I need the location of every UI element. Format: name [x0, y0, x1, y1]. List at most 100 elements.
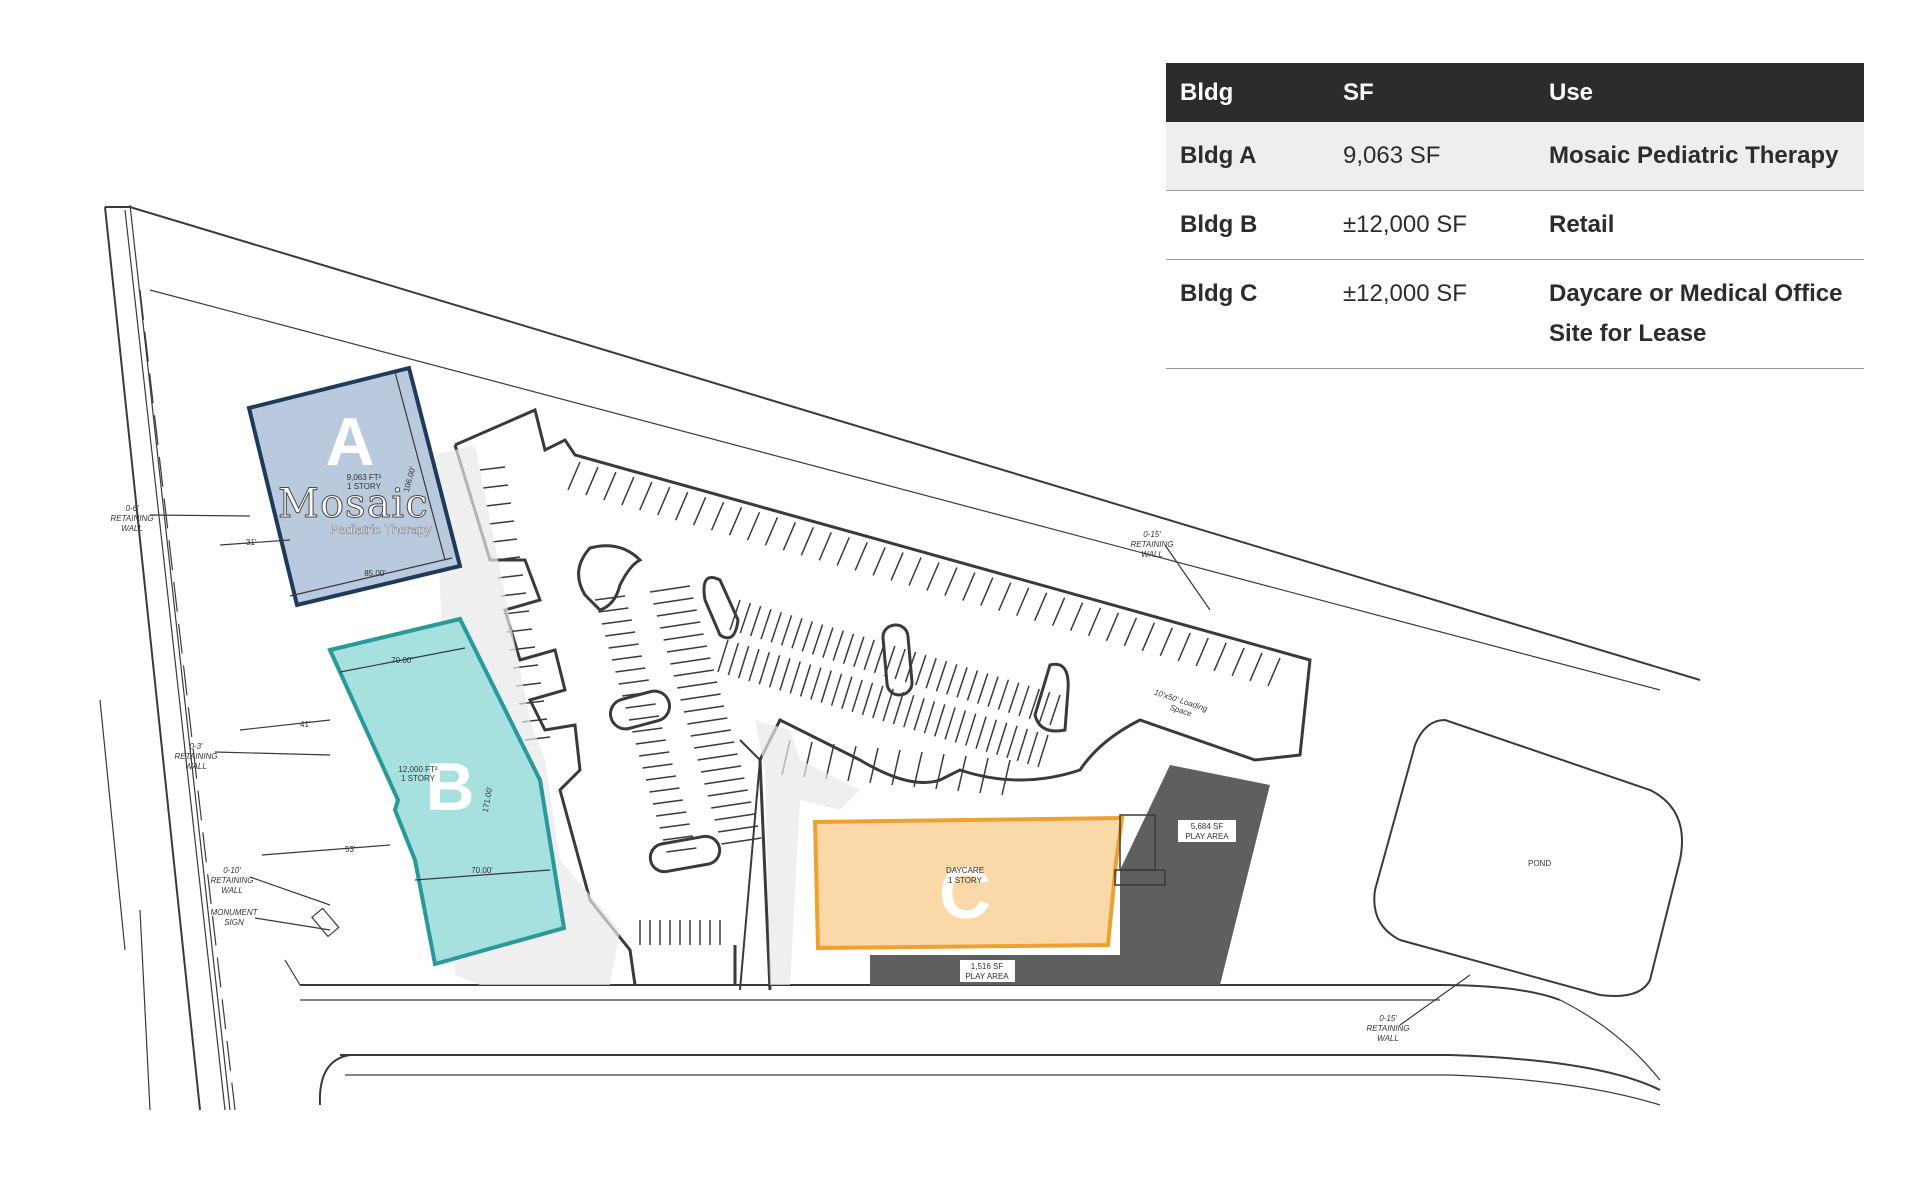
row-c-use: Daycare or Medical Office Site for Lease — [1535, 259, 1864, 369]
parking-stall-line — [645, 775, 677, 781]
parking-stall-line — [632, 727, 663, 733]
parking-stall-line — [946, 664, 958, 695]
svg-text:WALL: WALL — [185, 762, 207, 771]
parking-stall-line — [749, 605, 762, 637]
parking-stall-line — [603, 471, 617, 501]
parking-stall-line — [1195, 637, 1209, 667]
parking-stall-line — [915, 654, 927, 686]
pond: POND — [1373, 718, 1683, 997]
parking-stall-line — [1016, 587, 1030, 616]
header-sf: SF — [1329, 63, 1535, 122]
parking-stall-line — [670, 657, 711, 665]
building-b-dim-top: 70.00' — [391, 656, 413, 665]
parking-stall-line — [1007, 682, 1020, 713]
retaining-wall-note-3: 0-10' RETAINING WALL — [211, 866, 331, 906]
parking-stall-line — [485, 502, 512, 507]
parking-stall-line — [935, 661, 948, 692]
parking-stall-line — [997, 679, 1010, 710]
parking-stall-line — [683, 705, 725, 713]
dim-31: 31' — [246, 538, 257, 547]
parking-stall-line — [697, 753, 738, 761]
parking-stall-line — [935, 753, 945, 790]
play-area-1-label: PLAY AREA — [1185, 832, 1229, 841]
building-a-area: 9,063 FT² — [347, 473, 382, 482]
svg-text:WALL: WALL — [1377, 1034, 1399, 1043]
parking-stall-line — [954, 710, 967, 743]
parking-stall-line — [965, 713, 977, 746]
parking-stall-line — [663, 633, 704, 641]
retaining-wall-note-1: 0-6' RETAINING WALL — [111, 504, 251, 533]
parking-stall-line — [652, 799, 683, 805]
play-areas: 5,684 SF PLAY AREA 1,516 SF PLAY AREA — [870, 765, 1270, 985]
parking-stall-line — [656, 609, 697, 617]
parking-stall-line — [500, 592, 527, 597]
parking-stall-line — [694, 741, 735, 749]
parking-stall-line — [711, 801, 752, 809]
parking-stall-line — [822, 627, 834, 658]
play-area-2-label: PLAY AREA — [965, 972, 1009, 981]
svg-text:0-15': 0-15' — [1379, 1014, 1397, 1023]
parking-stall-line — [728, 506, 743, 536]
bottom-road — [284, 959, 1661, 1106]
parking-stall-line — [1037, 734, 1049, 768]
parking-stall-line — [789, 661, 801, 694]
parking-islands — [577, 544, 1070, 874]
play-area-2-size: 1,516 SF — [971, 962, 1004, 971]
parking-stall-line — [621, 476, 635, 506]
parking-stall-line — [869, 747, 879, 784]
parking-stall-line — [488, 520, 515, 525]
svg-text:RETAINING: RETAINING — [175, 752, 218, 761]
parking-stall-line — [810, 667, 822, 700]
parking-stall-line — [891, 749, 901, 786]
parking-stall-line — [494, 556, 521, 561]
parking-stall-line — [1141, 622, 1156, 652]
parking-stall-line — [594, 595, 626, 601]
pond-label: POND — [1528, 859, 1551, 868]
parking-stall-line — [758, 652, 771, 685]
parking-stall-line — [1231, 647, 1245, 677]
parking-stall-line — [611, 655, 643, 661]
parking-stall-line — [615, 667, 646, 673]
dim-41: 41' — [300, 720, 311, 729]
parking-stall-line — [1049, 694, 1061, 726]
svg-text:0-15': 0-15' — [1143, 530, 1161, 539]
svg-text:RETAINING: RETAINING — [1367, 1024, 1410, 1033]
building-b-area: 12,000 FT² — [398, 765, 437, 774]
parking-stall-line — [628, 715, 660, 721]
building-a-stories: 1 STORY — [347, 482, 382, 491]
svg-text:0-3': 0-3' — [189, 742, 203, 751]
parking-stall-line — [662, 835, 694, 841]
monument-sign-note: MONUMENT SIGN — [210, 907, 340, 938]
parking-stall-line — [863, 639, 875, 671]
parking-stall-line — [841, 676, 853, 709]
parking-stall-line — [479, 466, 506, 471]
parking-stall-line — [966, 670, 979, 701]
parking-stall-line — [760, 608, 772, 640]
parking-stall-line — [656, 811, 687, 817]
parking-stall-line — [890, 552, 904, 581]
parking-stall-line — [872, 547, 886, 576]
row-b-sf: ±12,000 SF — [1329, 190, 1535, 260]
parking-stall-line — [925, 657, 937, 689]
dimension-leaders: 31' 41' 53' — [219, 538, 391, 856]
parking-stall-line — [660, 621, 701, 629]
building-c-use: DAYCARE — [946, 866, 984, 875]
parking-stall-line — [639, 481, 653, 511]
parking-stall-line — [746, 511, 761, 541]
parking-stall-line — [820, 670, 832, 703]
parking-stall-line — [482, 484, 509, 489]
parking-stall-line — [1249, 652, 1263, 682]
mosaic-logo: Mosaic Pediatric Therapy — [278, 482, 448, 542]
row-a-use: Mosaic Pediatric Therapy — [1535, 122, 1864, 191]
parking-stall-line — [913, 698, 925, 731]
parking-stall-line — [1001, 759, 1011, 796]
parking-stall-line — [1033, 592, 1048, 621]
row-a-bldg: Bldg A — [1166, 122, 1329, 191]
parking-stall-line — [801, 621, 813, 652]
parking-stall-line — [598, 607, 629, 613]
parking-stall-line — [1026, 731, 1039, 765]
parking-stall-line — [832, 630, 844, 661]
building-a-dim-bottom: 85.00' — [364, 569, 386, 578]
parking-stall-line — [692, 496, 707, 526]
